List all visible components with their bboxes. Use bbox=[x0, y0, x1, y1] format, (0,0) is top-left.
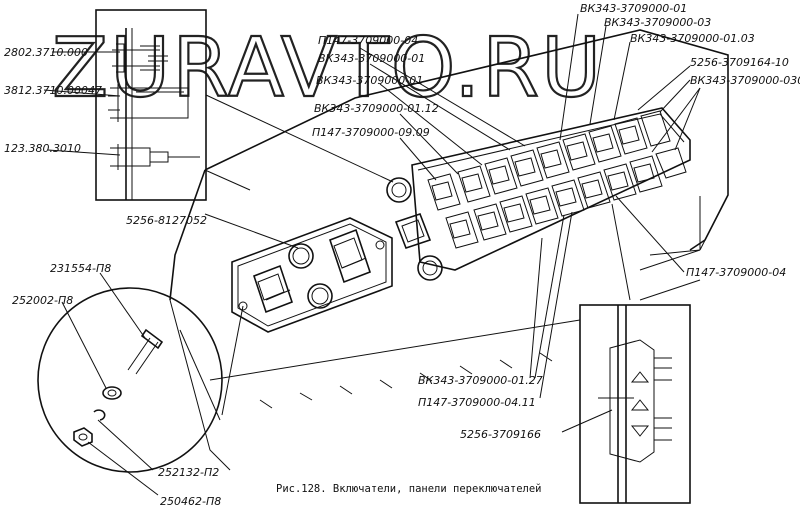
label-5256-166: 5256-3709166 bbox=[460, 428, 541, 441]
rocker-switch-2 bbox=[328, 228, 372, 284]
right-switch-panel bbox=[411, 107, 691, 271]
label-vk343-0103: ВК343-3709000-01.03 bbox=[630, 32, 755, 45]
bottom-row-switches bbox=[445, 147, 687, 249]
watermark: ZURAVTO.RU bbox=[52, 21, 603, 116]
top-row-switches bbox=[427, 110, 671, 211]
label-p147-0909: П147-3709000-09.09 bbox=[312, 126, 430, 139]
nut-250462 bbox=[73, 427, 93, 447]
console-body bbox=[169, 29, 729, 471]
inset-connectors bbox=[95, 9, 207, 201]
label-p147-0411: П147-3709000-04.11 bbox=[418, 396, 536, 409]
inset-switch-section bbox=[579, 304, 691, 504]
label-vk343-0127: ВК343-3709000-01.27 bbox=[418, 374, 543, 387]
label-vk343-0308: ВК343-3709000-0308 bbox=[690, 74, 800, 87]
panel-screw-left bbox=[238, 301, 248, 311]
label-vk343-01-b: ВК343-3709000-01 bbox=[316, 74, 423, 87]
label-p147-04-top: П147-3709000-04 bbox=[318, 34, 418, 47]
square-switch bbox=[394, 212, 432, 250]
label-252002: 252002-П8 bbox=[12, 294, 73, 307]
lamp-2 bbox=[307, 283, 333, 309]
label-5256-1610: 5256-3709164-10 bbox=[690, 56, 789, 69]
label-vk343-01-a: ВК343-3709000-01 bbox=[318, 52, 425, 65]
leader-inset-br bbox=[611, 203, 631, 301]
label-3812: 3812.3710.00047 bbox=[4, 84, 102, 97]
label-231554: 231554-П8 bbox=[50, 262, 111, 275]
figure-caption: Рис.128. Включатели, панели переключател… bbox=[276, 483, 542, 495]
washer-252002 bbox=[102, 386, 122, 400]
label-2802: 2802.3710.000 bbox=[4, 46, 88, 59]
fastener-detail bbox=[37, 287, 223, 473]
lamp-1 bbox=[288, 243, 314, 269]
label-5256-812: 5256-8127052 bbox=[126, 214, 207, 227]
rocker-switch-1 bbox=[252, 264, 294, 314]
lamp-bottom bbox=[417, 255, 443, 281]
label-vk343-0112: ВК343-3709000-01.12 bbox=[314, 102, 439, 115]
part-number-labels: 2802.3710.000 3812.3710.00047 123.380.30… bbox=[4, 2, 800, 508]
label-vk343-03: ВК343-3709000-03 bbox=[604, 16, 711, 29]
leader-lines bbox=[43, 13, 701, 496]
left-switch-panel bbox=[231, 217, 393, 333]
lamp-top bbox=[386, 177, 412, 203]
leader-inset bbox=[205, 94, 394, 183]
label-vk343-01-top: ВК343-3709000-01 bbox=[580, 2, 687, 15]
label-250462: 250462-П8 bbox=[160, 495, 221, 508]
label-p147-04-right: П147-3709000-04 bbox=[686, 266, 786, 279]
label-252132: 252132-П2 bbox=[158, 466, 219, 479]
panel-screw-right bbox=[375, 240, 385, 250]
spring-washer bbox=[93, 409, 106, 421]
label-123: 123.380.3010 bbox=[4, 142, 81, 155]
